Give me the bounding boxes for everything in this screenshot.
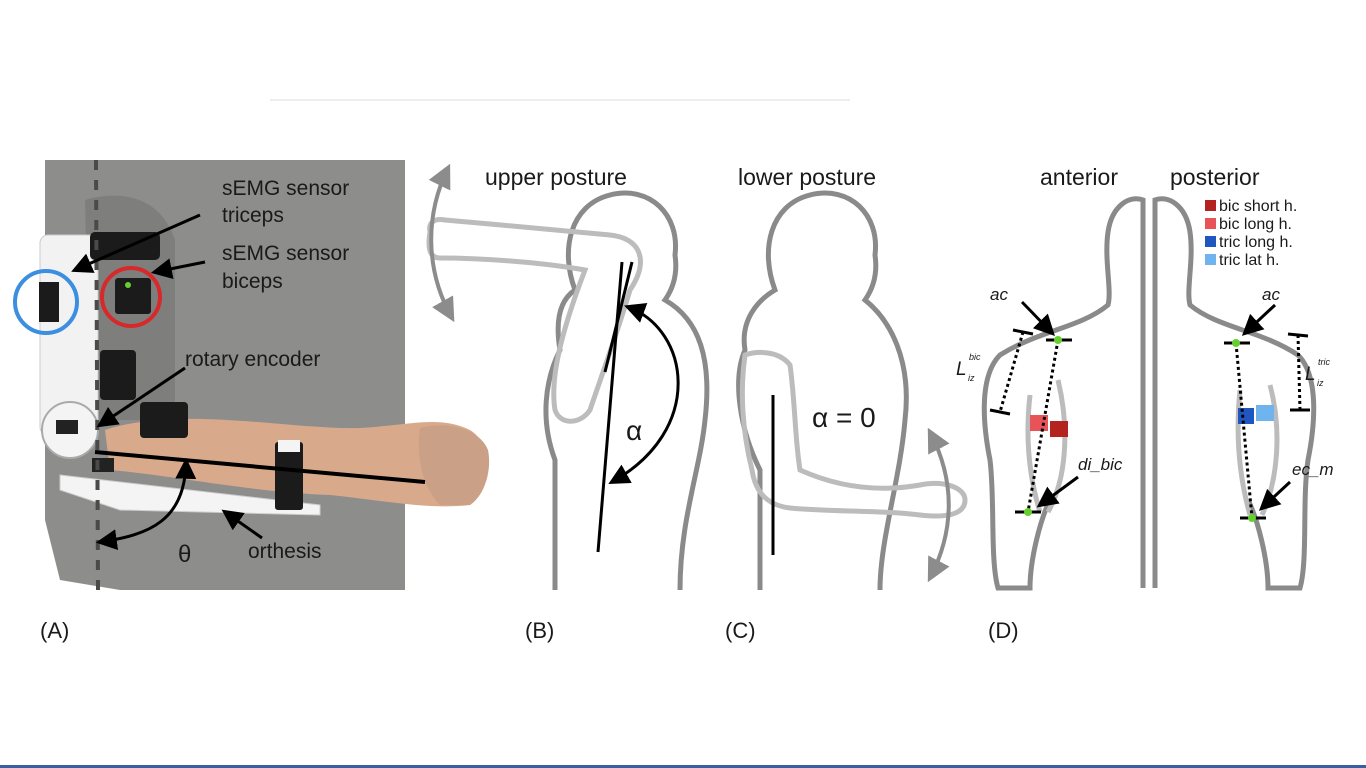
biceps-label-2: biceps <box>222 270 283 293</box>
anterior-title: anterior <box>1040 164 1118 190</box>
biceps-label-1: sEMG sensor <box>222 242 349 265</box>
strap-2 <box>100 350 136 400</box>
bic-length-line <box>1026 339 1060 513</box>
liz-tric-label: L tric iz <box>1305 357 1330 388</box>
orthesis-label: orthesis <box>248 540 322 563</box>
liz-bic-sup: bic <box>969 352 981 362</box>
body-outline <box>736 190 909 591</box>
liz-tric-sub: iz <box>1317 378 1324 388</box>
panel-d-label: (D) <box>988 618 1019 643</box>
liz-tric-base: L <box>1305 364 1316 385</box>
forearm-axis-line <box>94 450 426 484</box>
lowered-arm <box>739 350 968 519</box>
upper-arm-line <box>603 261 634 373</box>
legend-label-bic-long: bic long h. <box>1219 216 1292 233</box>
encoder-label: rotary encoder <box>185 348 320 371</box>
tric-length-line <box>1234 342 1254 519</box>
liz-bic-dim <box>998 331 1025 413</box>
ac-marker-left <box>1054 336 1062 344</box>
posterior-title: posterior <box>1170 164 1260 190</box>
panel-a-photo: θ sEMG sensor triceps sEMG sensor biceps… <box>13 159 490 591</box>
trunk-reference-line <box>596 261 624 553</box>
ec-marker <box>1248 514 1256 522</box>
triceps-label-1: sEMG sensor <box>222 177 349 200</box>
biceps-sensor-circle <box>100 266 162 328</box>
fist <box>418 425 490 505</box>
panel-b-diagram <box>426 163 710 591</box>
liz-bic-sub: iz <box>968 373 975 383</box>
legend-label-tric-lat: tric lat h. <box>1219 252 1279 269</box>
ec-arrow <box>1258 480 1292 511</box>
legend-swatch-bic-long <box>1205 218 1216 229</box>
legend-label-tric-long: tric long h. <box>1219 234 1293 251</box>
orthesis-arrow <box>221 509 263 540</box>
ac-label-right: ac <box>1262 285 1280 304</box>
panel-c-title: lower posture <box>738 164 876 190</box>
ac-marker-right <box>1232 339 1240 347</box>
panel-b-label: (B) <box>525 618 554 643</box>
triceps-arrow <box>71 213 201 273</box>
liz-bic-cap-bottom <box>989 408 1011 416</box>
motion-arrow-b <box>428 163 455 323</box>
alpha-arc <box>608 303 680 485</box>
raised-arm <box>426 217 643 424</box>
alpha-label-c: α = 0 <box>812 402 876 433</box>
triceps-sensor-circle <box>13 269 79 335</box>
electrode-tric-lat <box>1256 405 1274 421</box>
wrist-clip <box>278 440 300 452</box>
di-marker <box>1024 508 1032 516</box>
legend-swatch-tric-lat <box>1205 254 1216 265</box>
legend-label-bic-short: bic short h. <box>1219 198 1297 215</box>
liz-tric-cap-top <box>1287 332 1309 338</box>
triceps-label-2: triceps <box>222 204 284 227</box>
motion-arrow-c <box>927 427 951 583</box>
panel-c-diagram <box>736 190 968 591</box>
electrode-bic-short <box>1050 421 1068 437</box>
bottom-border <box>0 765 1366 768</box>
encoder-arrow <box>96 366 186 428</box>
legend-swatch-tric-long <box>1205 236 1216 247</box>
theta-arc <box>95 457 197 551</box>
triceps-sensor-body <box>39 282 59 322</box>
anterior-outline <box>981 196 1146 591</box>
triceps-muscle-outline-1 <box>1235 389 1253 516</box>
legend-swatch-bic-short <box>1205 200 1216 211</box>
panel-b-title: upper posture <box>485 164 627 190</box>
ac-arrow-left <box>1020 300 1055 337</box>
panel-d-legend: bic short h. bic long h. tric long h. tr… <box>1205 198 1297 269</box>
strap-3 <box>140 402 188 438</box>
alpha-label-b: α <box>626 415 642 446</box>
panel-d-diagram <box>981 196 1317 591</box>
panel-a-label: (A) <box>40 618 69 643</box>
di-arrow <box>1036 475 1079 508</box>
biceps-sensor-body <box>115 278 151 314</box>
ec-m-label: ec_m <box>1292 460 1334 479</box>
biceps-arrow <box>150 258 206 280</box>
body-outline <box>543 190 710 591</box>
theta-symbol: θ <box>178 541 191 568</box>
liz-bic-base: L <box>956 359 967 380</box>
biceps-sensor-led <box>125 282 131 288</box>
ac-arrow-right <box>1241 303 1277 336</box>
encoder-display <box>56 420 78 434</box>
posterior-outline <box>1152 196 1317 591</box>
liz-tric-sup: tric <box>1318 357 1330 367</box>
di-bic-label: di_bic <box>1078 455 1123 474</box>
liz-bic-label: L bic iz <box>956 352 981 383</box>
liz-bic-cap-top <box>1012 328 1034 336</box>
ac-label-left: ac <box>990 285 1008 304</box>
encoder-module <box>92 458 114 472</box>
panel-c-label: (C) <box>725 618 756 643</box>
liz-tric-dim <box>1296 334 1302 411</box>
electrode-tric-long <box>1238 408 1254 424</box>
wrist-strap <box>275 442 303 510</box>
